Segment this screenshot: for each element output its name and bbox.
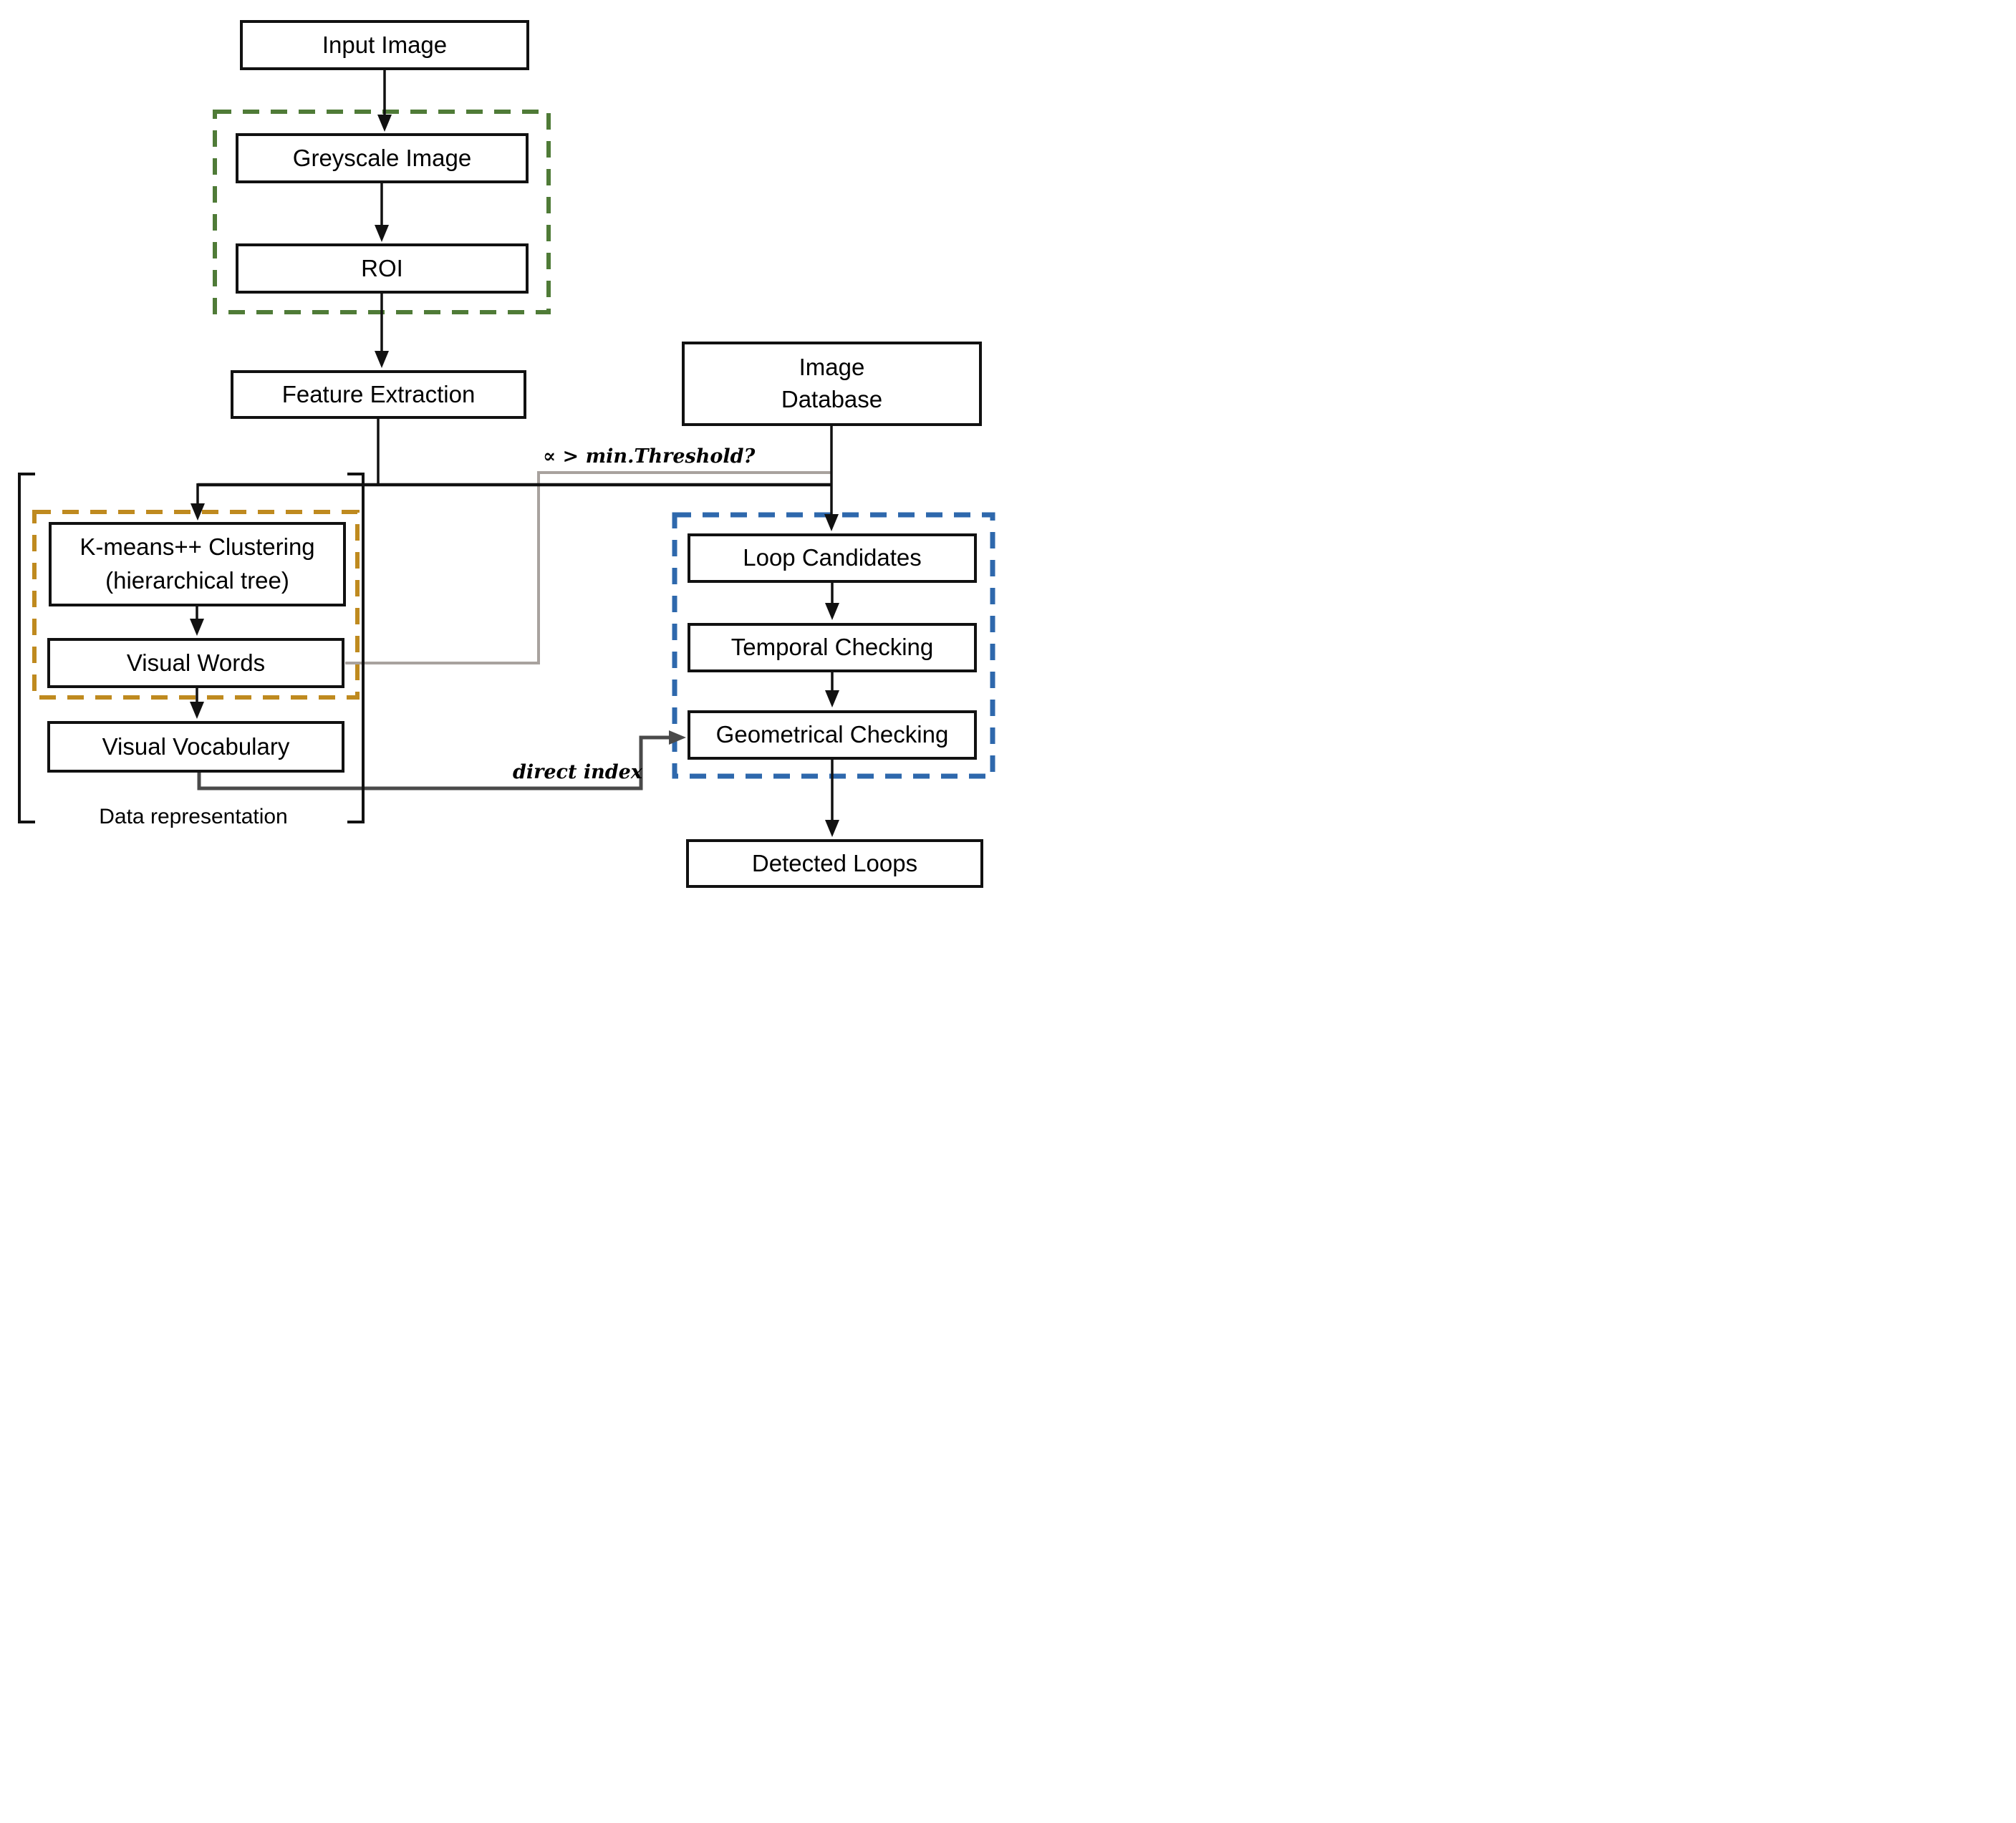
arrowhead-visual-words-to-vocabulary xyxy=(190,702,204,719)
arrowhead-geometrical-to-detected xyxy=(825,820,839,837)
node-input-image: Input Image xyxy=(240,20,529,70)
threshold-condition-label: ∝ > min.Threshold? xyxy=(543,445,756,468)
arrowhead-roi-to-feature-extraction xyxy=(375,351,389,368)
arrowhead-input-to-greyscale xyxy=(377,115,392,132)
node-feature-extraction: Feature Extraction xyxy=(231,370,526,419)
direct-index-label: direct index xyxy=(513,761,642,783)
node-image-database-label-line2: Database xyxy=(781,386,883,412)
data-representation-bracket-right xyxy=(347,473,365,823)
node-feature-extraction-label: Feature Extraction xyxy=(281,380,476,407)
arrowhead-greyscale-to-roi xyxy=(375,225,389,242)
node-geometrical-checking-label: Geometrical Checking xyxy=(715,721,949,748)
node-temporal-checking: Temporal Checking xyxy=(688,623,977,672)
node-visual-vocabulary: Visual Vocabulary xyxy=(47,721,344,773)
node-visual-words-label: Visual Words xyxy=(126,649,266,676)
clustering-group-frame xyxy=(32,510,360,700)
node-detected-loops-label: Detected Loops xyxy=(751,849,918,876)
node-roi-label: ROI xyxy=(361,254,403,281)
node-geometrical-checking: Geometrical Checking xyxy=(688,710,977,760)
node-temporal-checking-label: Temporal Checking xyxy=(730,634,934,661)
arrowhead-loop-to-temporal xyxy=(825,603,839,620)
node-image-database: Image Database xyxy=(682,342,982,426)
node-visual-vocabulary-label: Visual Vocabulary xyxy=(102,732,290,760)
node-greyscale-image-label: Greyscale Image xyxy=(292,144,472,171)
flowchart-canvas: Input Image Greyscale Image ROI Feature … xyxy=(0,0,1008,911)
node-kmeans-clustering: K-means++ Clustering (hierarchical tree) xyxy=(49,522,346,606)
node-visual-words: Visual Words xyxy=(47,638,344,688)
node-kmeans-clustering-label-line1: K-means++ Clustering xyxy=(79,533,315,561)
node-loop-candidates-label: Loop Candidates xyxy=(743,544,922,571)
direct-index-connector-line xyxy=(197,735,670,790)
data-representation-bracket-left xyxy=(18,473,35,823)
arrowhead-trunk-to-kmeans xyxy=(190,503,205,521)
arrowhead-temporal-to-geometrical xyxy=(825,690,839,707)
data-representation-label: Data representation xyxy=(99,805,288,828)
arrowhead-direct-index xyxy=(669,730,686,745)
node-greyscale-image: Greyscale Image xyxy=(236,133,529,183)
arrowhead-kmeans-to-visual-words xyxy=(190,619,204,636)
node-image-database-label-line1: Image xyxy=(799,354,865,381)
node-loop-candidates: Loop Candidates xyxy=(688,533,977,583)
node-input-image-label: Input Image xyxy=(322,31,448,58)
connector-layer xyxy=(18,70,995,837)
node-roi: ROI xyxy=(236,243,529,294)
node-kmeans-clustering-label-line2: (hierarchical tree) xyxy=(105,567,289,594)
threshold-connector-line xyxy=(345,471,831,664)
verification-group-frame xyxy=(672,512,995,779)
node-detected-loops: Detected Loops xyxy=(686,839,983,888)
arrowhead-database-to-loop-candidates xyxy=(824,514,839,531)
